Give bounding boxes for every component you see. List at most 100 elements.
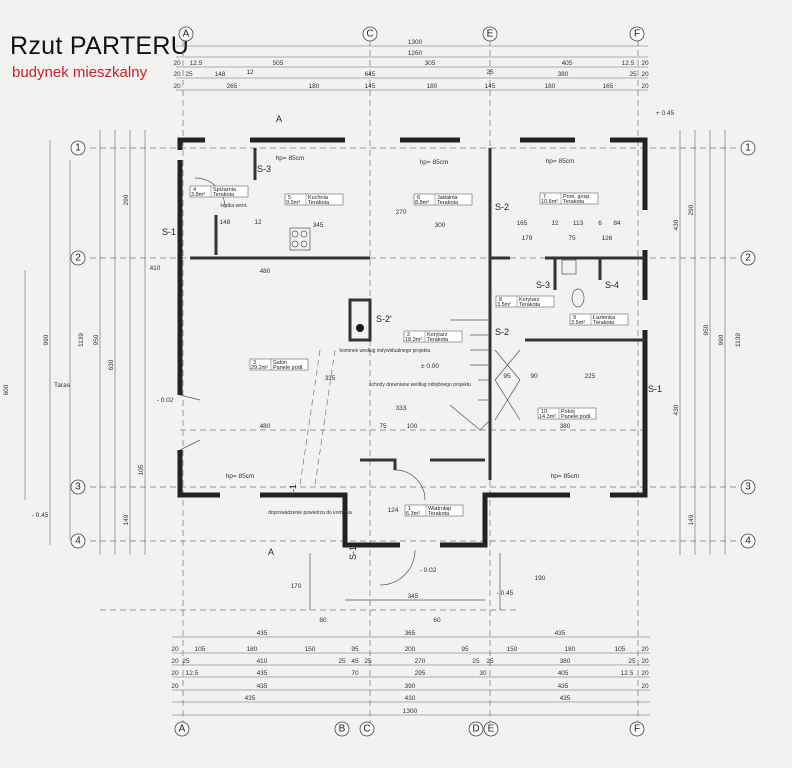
axis-right-3: 3 (740, 479, 756, 495)
label-axes-bottom-3: D (472, 724, 479, 735)
label-dims-top-4-3: 145 (365, 83, 376, 90)
label-dims-top-4-2: 180 (309, 83, 320, 90)
label-rooms-7-name: Korytarz (519, 297, 540, 303)
label-dims-bottom-5-1: 430 (405, 695, 416, 702)
label-dims-interior-29: 170 (291, 583, 302, 590)
label-dims-interior-18: 225 (585, 373, 596, 380)
label-rooms-0-floor: Terakota (428, 511, 450, 517)
label-dims-top-3-4: 645 (365, 71, 376, 78)
label-rooms-6-no: 7 (543, 194, 546, 200)
label-dims-right-6: 149 (688, 514, 695, 525)
label-dims-bottom-4-4: 20 (641, 683, 649, 690)
plan-circle (70, 250, 86, 266)
label-rooms-3-area: 3.8m² (191, 192, 205, 198)
label-labels-s1: S-1 (348, 546, 358, 560)
plan-polyline (260, 492, 400, 548)
label-rooms-2-name: Salon (273, 360, 287, 366)
label-dims-interior-28: 190 (535, 575, 546, 582)
annotations: S-1 S-1 S-1 S-1 S-2 S-2 S-2' S-3 S-3 S-4… (32, 110, 675, 597)
dimensions-interior: 148 345 300 12 410 480 480 75 100 380 16… (150, 209, 621, 624)
label-labels-level_m002: - 0.02 (157, 397, 174, 404)
label-dims-right-1: 290 (688, 204, 695, 215)
plan-circle (482, 26, 498, 42)
label-dims-bottom-3-7: 12.5 (621, 670, 634, 677)
plan-circle (300, 230, 308, 238)
label-labels-s2p: S-2' (376, 314, 392, 324)
label-labels-s3: S-3 (536, 280, 550, 290)
label-rooms-5-no: 6 (417, 195, 420, 201)
label-dims-interior-2: 300 (435, 222, 446, 229)
label-dims-interior-13: 6 (598, 220, 602, 227)
label-dims-interior-15: 179 (522, 235, 533, 242)
label-dims-right-4: 990 (718, 334, 725, 345)
label-dims-interior-22: 345 (408, 593, 419, 600)
label-dims-interior-14: 84 (613, 220, 621, 227)
label-axes-side-1: 2 (75, 253, 81, 264)
label-dims-interior-21: 124 (388, 507, 399, 514)
label-axes-side-1: 2 (745, 253, 751, 264)
label-dims-top-4-8: 20 (641, 83, 649, 90)
label-dims-bottom-5-0: 435 (245, 695, 256, 702)
axis-bottom-c: C (359, 721, 375, 737)
label-dims-interior-12: 113 (573, 220, 584, 227)
plan-rect (189, 185, 249, 198)
label-axes-bottom-0: A (179, 724, 186, 735)
plan-rect (249, 358, 309, 371)
label-dims-bottom-1-9: 105 (615, 646, 626, 653)
label-dims-left-4: 600 (3, 384, 10, 395)
label-rooms-9-name: Pokój (561, 409, 575, 415)
axis-top-a: A (178, 26, 194, 42)
label-dims-top-2-3: 305 (425, 60, 436, 67)
label-rooms-4-name: Kuchnia (308, 195, 329, 201)
label-dims-bottom-2-1: 25 (182, 658, 190, 665)
label-axes-top-2: E (487, 29, 494, 40)
label-rooms-8-name: Łazienka (593, 315, 616, 321)
label-labels-kratka: kratka went. (221, 203, 248, 209)
label-rooms-1-area: 18.3m² (405, 337, 422, 343)
label-dims-bottom-3-5: 30 (479, 670, 487, 677)
label-rooms-3-name: Spiżarnia (213, 187, 237, 193)
axis-right-2: 2 (740, 250, 756, 266)
label-rooms-1-floor: Terakota (427, 337, 449, 343)
dimensions-top: 1300 1260 20 12.5 505 305 405 12.5 20 20… (173, 39, 649, 91)
label-labels-taras: Taras (54, 382, 71, 389)
label-dims-bottom-2-4: 45 (351, 658, 359, 665)
label-dims-left-1: 1139 (78, 333, 85, 347)
label-rooms-9-no: 10 (541, 409, 547, 415)
axis-left-4: 4 (70, 533, 86, 549)
label-dims-interior-5: 480 (260, 268, 271, 275)
label-rooms-1-name: Korytarz (427, 332, 448, 338)
label-rooms-9-floor: Panele podł. (561, 414, 592, 420)
label-dims-bottom-1-0: 20 (171, 646, 179, 653)
label-axes-side-2: 3 (745, 482, 751, 493)
interior-walls (190, 148, 645, 480)
label-dims-interior-11: 12 (551, 220, 559, 227)
plan-circle (468, 721, 484, 737)
label-dims-bottom-4-1: 435 (257, 683, 268, 690)
label-rooms-4-area: 9.3m² (286, 200, 300, 206)
label-dims-interior-26: 335 (325, 375, 336, 382)
label-dims-bottom-1-7: 150 (507, 646, 518, 653)
label-dims-interior-19: 90 (530, 373, 538, 380)
label-dims-interior-25: 270 (396, 209, 407, 216)
stairs (449, 319, 491, 431)
label-rooms-7-area: 3.5m² (497, 302, 511, 308)
label-labels-s1: S-1 (288, 484, 298, 498)
label-dims-bottom-2-2: 410 (257, 658, 268, 665)
label-dims-top-2-4: 405 (562, 60, 573, 67)
label-dims-bottom-2-11: 20 (641, 658, 649, 665)
plan-rect (495, 295, 555, 308)
label-dims-left-5: 290 (123, 194, 130, 205)
label-labels-doprowadzenie: doprowadzenie powietrza do kominka (268, 510, 352, 516)
label-labels-hp: hp= 85cm (551, 473, 580, 480)
label-dims-top-2-5: 12.5 (622, 60, 635, 67)
label-rooms-3-no: 4 (193, 187, 196, 193)
label-dims-bottom-2-8: 25 (486, 658, 494, 665)
label-dims-right-0: 430 (673, 219, 680, 230)
